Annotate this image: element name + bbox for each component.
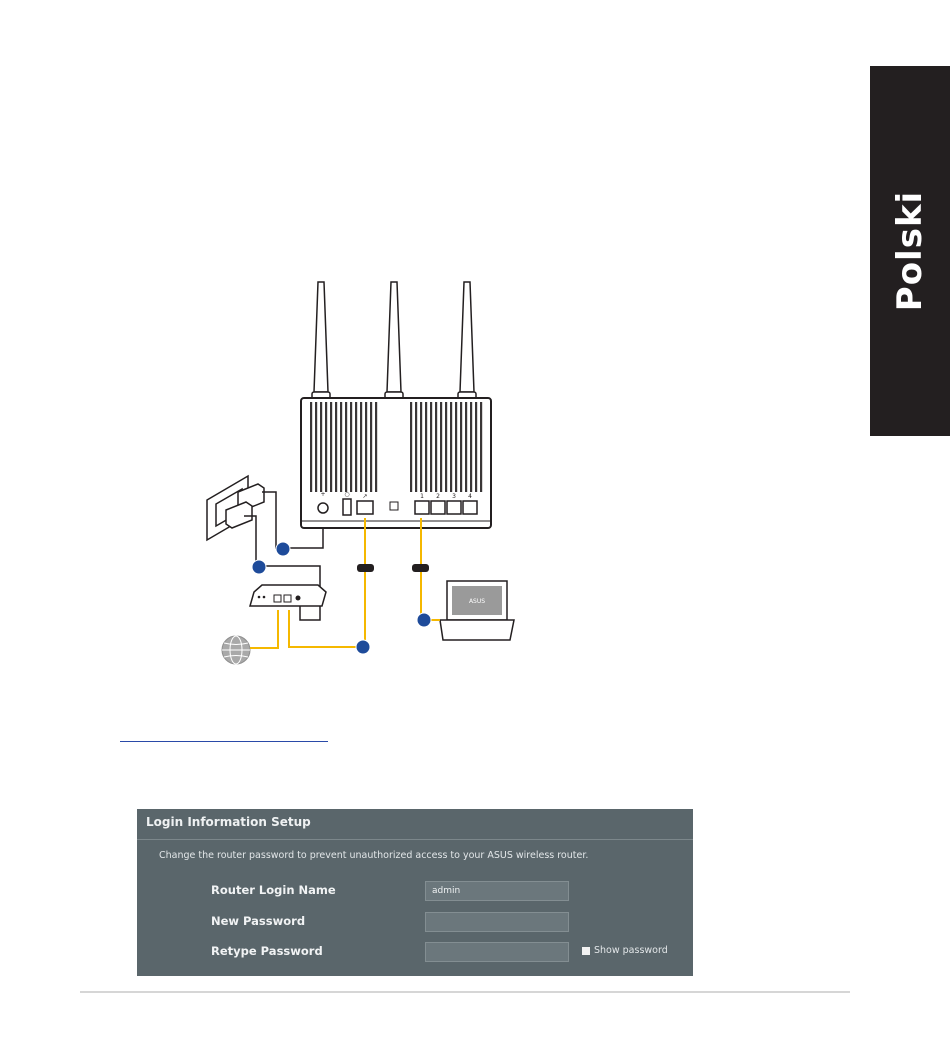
new-password-label: New Password: [211, 914, 305, 928]
router-login-name-input[interactable]: admin: [425, 881, 569, 901]
modem-icon: [250, 585, 326, 606]
laptop-brand: ASUS: [469, 598, 485, 605]
router-login-name-label: Router Login Name: [211, 883, 336, 897]
cable-connector: [357, 564, 429, 572]
router-port-label: 3: [452, 493, 456, 500]
login-setup-title: Login Information Setup: [146, 815, 311, 829]
login-setup-panel: Login Information Setup Change the route…: [137, 809, 693, 976]
new-password-input[interactable]: [425, 912, 569, 932]
router-port-label: +: [320, 491, 325, 498]
show-password-label: Show password: [594, 945, 668, 956]
retype-password-input[interactable]: [425, 942, 569, 962]
login-setup-description: Change the router password to prevent un…: [159, 850, 588, 861]
router-port-label: 4: [468, 493, 472, 500]
router-port-label: 1: [420, 493, 424, 500]
divider: [137, 839, 693, 840]
footer-divider: [80, 991, 850, 993]
ethernet-cable-icon: [250, 518, 440, 648]
link-underline[interactable]: [120, 741, 328, 742]
globe-icon: [222, 636, 250, 664]
checkbox-icon[interactable]: [582, 947, 590, 955]
router-port-label: ○: [344, 491, 349, 498]
router-port-label: ↗: [362, 493, 367, 500]
retype-password-label: Retype Password: [211, 944, 323, 958]
wireless-router-icon: [301, 398, 491, 528]
antenna-icon: [312, 282, 476, 402]
show-password-toggle[interactable]: Show password: [582, 945, 668, 956]
router-port-label: 2: [436, 493, 440, 500]
setup-diagram: + ○ ↗ 1 2 3 4 A: [0, 0, 950, 700]
laptop-icon: [440, 581, 514, 640]
